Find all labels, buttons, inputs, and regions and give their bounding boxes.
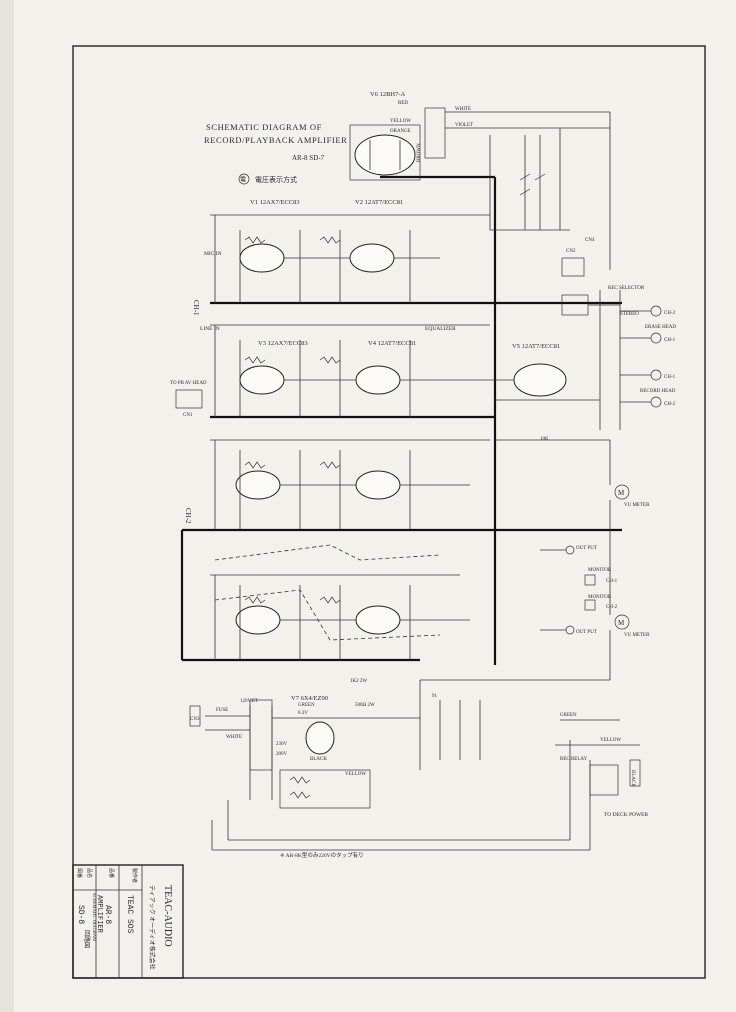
monitor-2-label: MONITOR	[588, 595, 612, 600]
stereo-label: STEREO	[620, 312, 639, 317]
title-block-diagram-jp: 回路図	[83, 930, 91, 948]
wire-label-black: BLACK	[310, 757, 327, 762]
wire-label-yellow: YELLOW	[390, 119, 411, 124]
vu-meter-2-label: VU METER	[624, 633, 650, 638]
record-head-label: RECORD HEAD	[640, 389, 676, 394]
fuse-label: FUSE	[216, 708, 228, 713]
bias-components	[489, 135, 570, 231]
r-10k-label: 10K	[540, 437, 549, 442]
cn1-connector	[175, 389, 203, 409]
r-500-label: 500Ω 2W	[355, 703, 375, 708]
monitor-1-label: MONITOR	[588, 568, 612, 573]
title-block-drawn: TEAC SOS	[125, 895, 134, 934]
svg-text:M: M	[618, 619, 625, 627]
wire-label-orange: ORANGE	[390, 129, 411, 134]
voltage-note: 電圧表示方式	[255, 175, 297, 184]
title-block-model: AR-8	[103, 905, 112, 924]
tube-v5-label: V5 12AT7/ECC81	[512, 343, 560, 350]
title-block-diagram-label: 図番	[76, 868, 83, 878]
title-block-number: SD-8	[76, 905, 85, 924]
tube-v1-label: V1 12AX7/ECC83	[250, 199, 300, 206]
tube-v6-label: V6 12BH7-A	[370, 91, 406, 98]
mic-in-label: MIC IN	[204, 251, 222, 257]
tube-v7-label: V7 6X4/EZ90	[291, 695, 328, 702]
wire-label-green-relay: GREEN	[560, 713, 577, 718]
voltage-note-icon	[238, 173, 250, 185]
title-block-name-label: 品名	[86, 868, 93, 878]
power-supply	[189, 680, 641, 851]
tube-v4-label: V4 12AT7/ECC81	[368, 340, 416, 347]
title-block-name: AMPLIFIER	[95, 895, 103, 934]
out-ch1-label: CH-1	[606, 579, 618, 584]
output-section: M M	[420, 439, 630, 681]
tube-v2-label: V2 12AT7/ECC81	[355, 199, 403, 206]
wire-label-brown: BROWN	[417, 143, 422, 162]
v230-label: 230V	[276, 742, 288, 747]
line-in-label: LINE IN	[200, 326, 220, 332]
erase-ch2-label: CH-2	[664, 311, 676, 316]
ch1-tubes	[210, 214, 600, 417]
erase-head-label: ERASE HEAD	[645, 325, 676, 330]
wire-label-white: WHITE	[455, 107, 471, 112]
out-ch2-label: CH-2	[606, 605, 618, 610]
diagram-title-line2: RECORD/PLAYBACK AMPLIFIER	[204, 135, 347, 145]
wire-label-white-ps: WHITE	[226, 735, 242, 740]
title-block-company: TEAC-AUDIO	[162, 885, 173, 947]
rec-selector	[561, 257, 662, 430]
record-ch2-label: CH-2	[664, 402, 676, 407]
erase-ch1-label: CH-1	[664, 338, 676, 343]
v200-label: 200V	[276, 752, 288, 757]
voltage-note-mark: 電	[240, 177, 246, 184]
output-2-label: OUT PUT	[576, 630, 597, 635]
cn4-label: CN4	[585, 238, 595, 243]
bus-bars	[180, 175, 622, 665]
v63-label: 6.3V	[298, 711, 308, 716]
wire-label-red: RED	[398, 101, 408, 106]
title-block-model-label: 品番	[108, 868, 115, 878]
tube-v3-label: V3 12AX7/ECC83	[258, 340, 308, 347]
rec-relay-label: REC RELAY	[560, 757, 588, 762]
svg-text:M: M	[618, 489, 625, 497]
diagram-title-line1: SCHEMATIC DIAGRAM OF	[206, 122, 322, 132]
pb-head-label: TO PB AV HEAD	[170, 381, 207, 386]
ch2-label: CH-2	[184, 508, 192, 524]
cn2-label: CN2	[566, 249, 576, 254]
tube-v6	[349, 107, 611, 270]
title-block	[72, 864, 184, 979]
title-block-diagram-en: SCHEMATIC DIAGRAM	[92, 893, 97, 941]
wire-label-yellow-relay: YELLOW	[600, 738, 621, 743]
wire-label-violet: VIOLET	[455, 123, 473, 128]
c91-label: 91	[432, 694, 438, 699]
equalizer-label: EQUALIZER	[425, 326, 456, 332]
diagram-model: AR-8 SD-7	[292, 154, 325, 162]
v120-label: 120V.ET	[240, 699, 258, 704]
vu-meter-1-label: VU METER	[624, 503, 650, 508]
footnote: ※ AR-8K型のみ220Vのタップ有り	[280, 851, 364, 859]
r-1k2w-label: 1K2 2W	[350, 679, 367, 684]
ch1-label: CH-1	[192, 300, 200, 316]
rec-selector-label: REC SELECTOR	[608, 286, 645, 291]
wire-label-yellow-ps: YELLOW	[345, 772, 366, 777]
title-block-drawn-label: 製作者	[131, 868, 138, 883]
drawing-frame	[72, 45, 706, 979]
ch2-tubes	[210, 439, 490, 660]
wire-label-green: GREEN	[298, 703, 315, 708]
record-ch1-label: CH-1	[664, 375, 676, 380]
output-1-label: OUT PUT	[576, 546, 597, 551]
title-block-company-jp: ティアック オーディオ株式会社	[148, 885, 156, 970]
cn3-label: CN3	[190, 717, 200, 722]
wire-label-black-relay: BLACK	[630, 770, 635, 787]
deck-power-label: TO DECK POWER	[604, 812, 649, 818]
cn1-label: CN1	[183, 413, 193, 418]
